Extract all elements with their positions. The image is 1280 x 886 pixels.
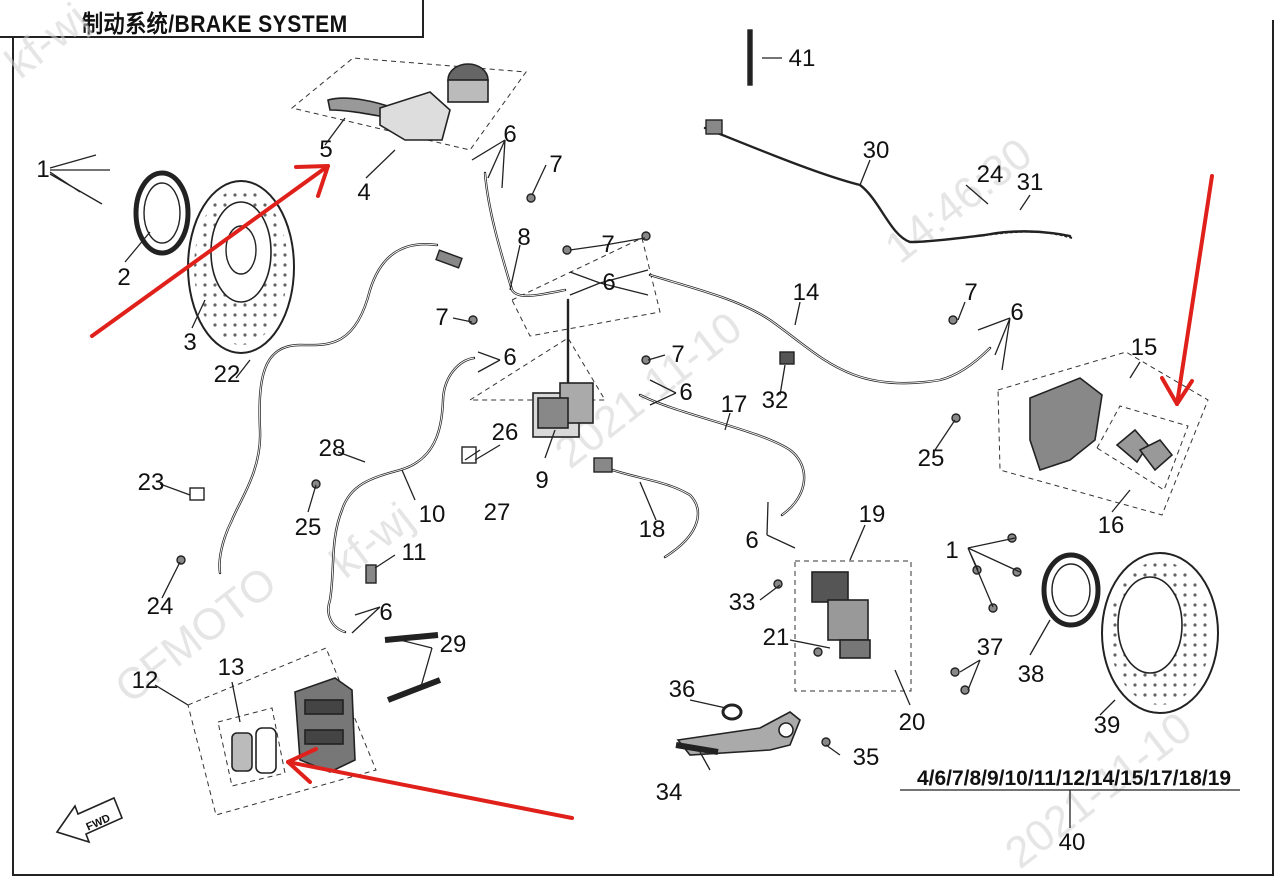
- rear-brake-pads: [1115, 428, 1174, 472]
- callout-40: 40: [1059, 829, 1086, 856]
- callout-28: 28: [319, 435, 346, 462]
- callout-9: 9: [535, 467, 548, 494]
- callout-25b: 25: [918, 445, 945, 472]
- callout-6f: 6: [1010, 299, 1023, 326]
- title-box: 制动系统/BRAKE SYSTEM: [0, 0, 424, 38]
- callout-25a: 25: [295, 514, 322, 541]
- callout-7d: 7: [671, 341, 684, 368]
- callout-1a: 1: [36, 156, 49, 183]
- callout-19: 19: [859, 501, 886, 528]
- callout-31: 31: [1017, 169, 1044, 196]
- rear-abs-ring: [1041, 552, 1101, 628]
- group-box-front-caliper: [187, 647, 377, 816]
- callout-17: 17: [721, 391, 748, 418]
- red-highlight-arrows: [90, 164, 1214, 820]
- callout-7e: 7: [964, 279, 977, 306]
- callout-6d: 6: [679, 379, 692, 406]
- group-box-front-pads: [217, 707, 286, 787]
- callout-38: 38: [1018, 661, 1045, 688]
- page-title: 制动系统/BRAKE SYSTEM: [82, 11, 348, 38]
- callout-32: 32: [762, 387, 789, 414]
- callout-2: 2: [117, 264, 130, 291]
- watermark-user-2: kf-wj: [0, 0, 97, 88]
- callout-10: 10: [419, 501, 446, 528]
- callout-6b: 6: [602, 269, 615, 296]
- fwd-arrow: FWD: [55, 796, 124, 844]
- group-box-rear-pads: [1096, 405, 1189, 491]
- front-caliper: [294, 677, 356, 773]
- callout-21: 21: [763, 624, 790, 651]
- callout-1b: 1: [945, 537, 958, 564]
- red-arrow-front-pads: [286, 747, 574, 820]
- callout-4: 4: [357, 179, 370, 206]
- callout-35: 35: [853, 744, 880, 771]
- callout-3: 3: [183, 329, 196, 356]
- group-box-abs-bracket: [511, 237, 661, 337]
- callout-24a: 24: [147, 593, 174, 620]
- callout-12: 12: [132, 667, 159, 694]
- front-brake-disc: [187, 180, 295, 354]
- brake-lines-highlight: [219, 172, 991, 633]
- red-arrow-rear-pads: [1160, 174, 1214, 406]
- callout-30: 30: [863, 137, 890, 164]
- rear-brake-disc: [1101, 552, 1219, 714]
- group-box-rear-master: [794, 560, 912, 692]
- callout-18: 18: [639, 516, 666, 543]
- rear-caliper: [1029, 377, 1103, 472]
- front-master-cylinder: [327, 63, 489, 141]
- callout-13: 13: [218, 654, 245, 681]
- callout-7c: 7: [435, 304, 448, 331]
- callout-39: 39: [1094, 712, 1121, 739]
- callout-22: 22: [214, 361, 241, 388]
- group-label-40: 4/6/7/8/9/10/11/12/14/15/17/18/19: [917, 767, 1231, 790]
- group-box-rear-caliper: [997, 351, 1209, 516]
- callout-16: 16: [1098, 512, 1125, 539]
- callout-20: 20: [899, 709, 926, 736]
- callout-33: 33: [729, 589, 756, 616]
- callout-6c: 6: [503, 344, 516, 371]
- callout-6e: 6: [379, 599, 392, 626]
- small-parts: [176, 29, 1022, 755]
- callout-41: 41: [789, 45, 816, 72]
- callout-7a: 7: [549, 151, 562, 178]
- callout-23: 23: [138, 469, 165, 496]
- abs-module: [532, 382, 594, 438]
- front-abs-ring: [133, 170, 191, 256]
- callout-5: 5: [319, 136, 332, 163]
- callout-8: 8: [517, 224, 530, 251]
- watermark-time: 14:46:30: [876, 129, 1041, 273]
- callout-37: 37: [977, 634, 1004, 661]
- callout-26: 26: [492, 419, 519, 446]
- leader-lines: [49, 57, 1240, 828]
- callout-24b: 24: [977, 161, 1004, 188]
- callout-7b: 7: [601, 231, 614, 258]
- red-arrow-front-disc: [90, 164, 330, 338]
- sensor-wire-31: [984, 230, 1073, 239]
- watermark: CFMOTO kf-wj 2021-11-10 14:46:30 kf-wj 2…: [0, 0, 1201, 878]
- callout-6a: 6: [503, 121, 516, 148]
- diagram-frame: [12, 20, 1274, 876]
- callout-labels: 1 2 3 4 5 6 7 8 7 6 7 6 7 6 9 10 11 6 12…: [36, 45, 1157, 856]
- callout-15: 15: [1131, 334, 1158, 361]
- callout-14: 14: [793, 279, 820, 306]
- rear-master-cylinder: [811, 571, 871, 659]
- callout-34: 34: [656, 779, 683, 806]
- callout-11: 11: [402, 539, 427, 566]
- front-brake-pads: [231, 727, 277, 774]
- callout-27: 27: [484, 499, 511, 526]
- rear-brake-pedal: [676, 703, 801, 756]
- callout-29: 29: [440, 631, 467, 658]
- callout-36: 36: [669, 676, 696, 703]
- callout-6g: 6: [745, 527, 758, 554]
